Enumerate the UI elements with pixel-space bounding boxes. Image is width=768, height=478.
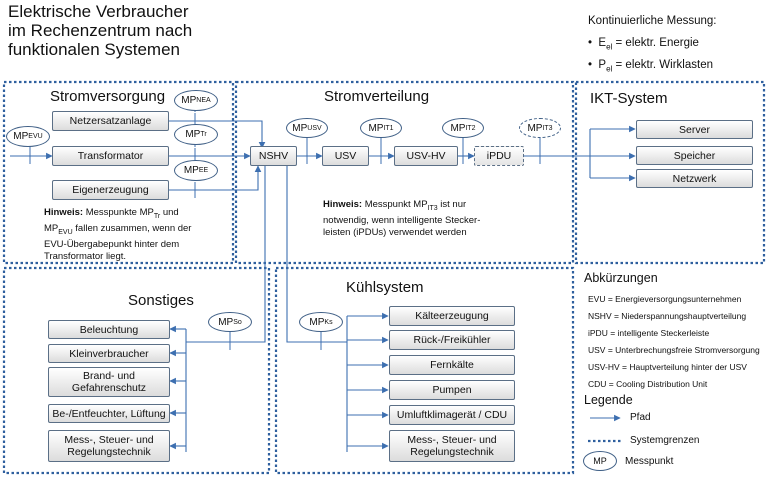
- box-be-entfeuchter: Be-/Entfeuchter, Lüftung: [48, 404, 170, 423]
- title-line-1: Elektrische Verbraucher: [8, 2, 189, 21]
- box-brandschutz-line-2: Gefahrenschutz: [71, 382, 147, 394]
- zone-title-kuehlsystem: Kühlsystem: [346, 279, 424, 296]
- title-line-2: im Rechenzentrum nach: [8, 21, 193, 40]
- box-usv: USV: [322, 146, 369, 166]
- abbreviation-ipdu: iPDU = intelligente Steckerleiste: [588, 328, 710, 338]
- legend-messpunkt-label: Messpunkt: [625, 456, 674, 467]
- box-msr-kuehlsystem-line-1: Mess-, Steuer- und: [407, 434, 497, 446]
- measurement-legend: Kontinuierliche Messung: • Eel = elektr.…: [588, 10, 717, 81]
- note-stromversorgung: Hinweis: Messpunkte MPTr und MPEVU falle…: [44, 207, 192, 262]
- mp-ticks: [29, 113, 541, 350]
- zone-title-stromverteilung: Stromverteilung: [324, 88, 430, 105]
- abbreviation-evu: EVU = Energieversorgungsunternehmen: [588, 294, 742, 304]
- measurement-heading: Kontinuierliche Messung:: [588, 15, 717, 27]
- boundary-ikt: [574, 80, 766, 265]
- system-boundaries: [2, 80, 766, 475]
- box-brandschutz: Brand- und Gefahrenschutz: [48, 367, 170, 397]
- box-transformator: Transformator: [52, 146, 169, 166]
- path-lines: [10, 120, 636, 452]
- legend-heading: Legende: [584, 393, 633, 407]
- box-msr-sonstiges-line-1: Mess-, Steuer- und: [64, 434, 154, 446]
- box-usv-hv: USV-HV: [394, 146, 458, 166]
- box-fernkaelte: Fernkälte: [389, 355, 515, 375]
- zone-title-ikt: IKT-System: [590, 90, 668, 107]
- zone-title-sonstiges: Sonstiges: [128, 292, 194, 309]
- abbreviations-heading: Abkürzungen: [584, 271, 658, 285]
- box-msr-sonstiges-line-2: Regelungstechnik: [67, 446, 151, 458]
- box-netzersatzanlage: Netzersatzanlage: [52, 111, 169, 131]
- legend-mp-symbol: MP: [583, 451, 617, 471]
- box-pumpen: Pumpen: [389, 380, 515, 400]
- measurement-item-energy: • Eel = elektr. Energie: [588, 37, 699, 52]
- box-rueck-freikuehler: Rück-/Freikühler: [389, 330, 515, 350]
- box-msr-kuehlsystem-line-2: Regelungstechnik: [410, 446, 494, 458]
- box-brandschutz-line-1: Brand- und: [83, 370, 135, 382]
- box-nshv: NSHV: [250, 146, 297, 166]
- box-ipdu: iPDU: [474, 146, 524, 166]
- box-speicher: Speicher: [636, 146, 753, 165]
- box-server: Server: [636, 120, 753, 139]
- legend-systemgrenzen-label: Systemgrenzen: [630, 435, 700, 446]
- abbreviation-usv: USV = Unterbrechungsfreie Stromversorgun…: [588, 345, 760, 355]
- box-kleinverbraucher: Kleinverbraucher: [48, 344, 170, 363]
- box-netzwerk: Netzwerk: [636, 169, 753, 188]
- boundary-sonstiges: [2, 266, 271, 475]
- abbreviation-cdu: CDU = Cooling Distribution Unit: [588, 379, 708, 389]
- box-kaelteerzeugung: Kälteerzeugung: [389, 306, 515, 326]
- legend-pfad-label: Pfad: [630, 412, 651, 423]
- title-line-3: funktionalen Systemen: [8, 40, 180, 59]
- measurement-item-power: • Pel = elektr. Wirklasten: [588, 59, 713, 74]
- diagram-title: Elektrische Verbraucher im Rechenzentrum…: [8, 2, 192, 59]
- box-umluftklimageraet: Umluftklimagerät / CDU: [389, 405, 515, 425]
- boundary-kuehlsystem: [274, 266, 575, 475]
- box-msr-sonstiges: Mess-, Steuer- und Regelungstechnik: [48, 430, 170, 462]
- abbreviation-nshv: NSHV = Niederspannungshauptverteilung: [588, 311, 747, 321]
- boundary-stromverteilung: [234, 80, 575, 265]
- box-msr-kuehlsystem: Mess-, Steuer- und Regelungstechnik: [389, 430, 515, 462]
- box-beleuchtung: Beleuchtung: [48, 320, 170, 339]
- box-eigenerzeugung: Eigenerzeugung: [52, 180, 169, 200]
- zone-title-stromversorgung: Stromversorgung: [50, 88, 166, 105]
- note-stromverteilung: Hinweis: Messpunkt MPIT3 ist nur notwend…: [323, 199, 481, 238]
- abbreviation-usv-hv: USV-HV = Hauptverteilung hinter der USV: [588, 362, 747, 372]
